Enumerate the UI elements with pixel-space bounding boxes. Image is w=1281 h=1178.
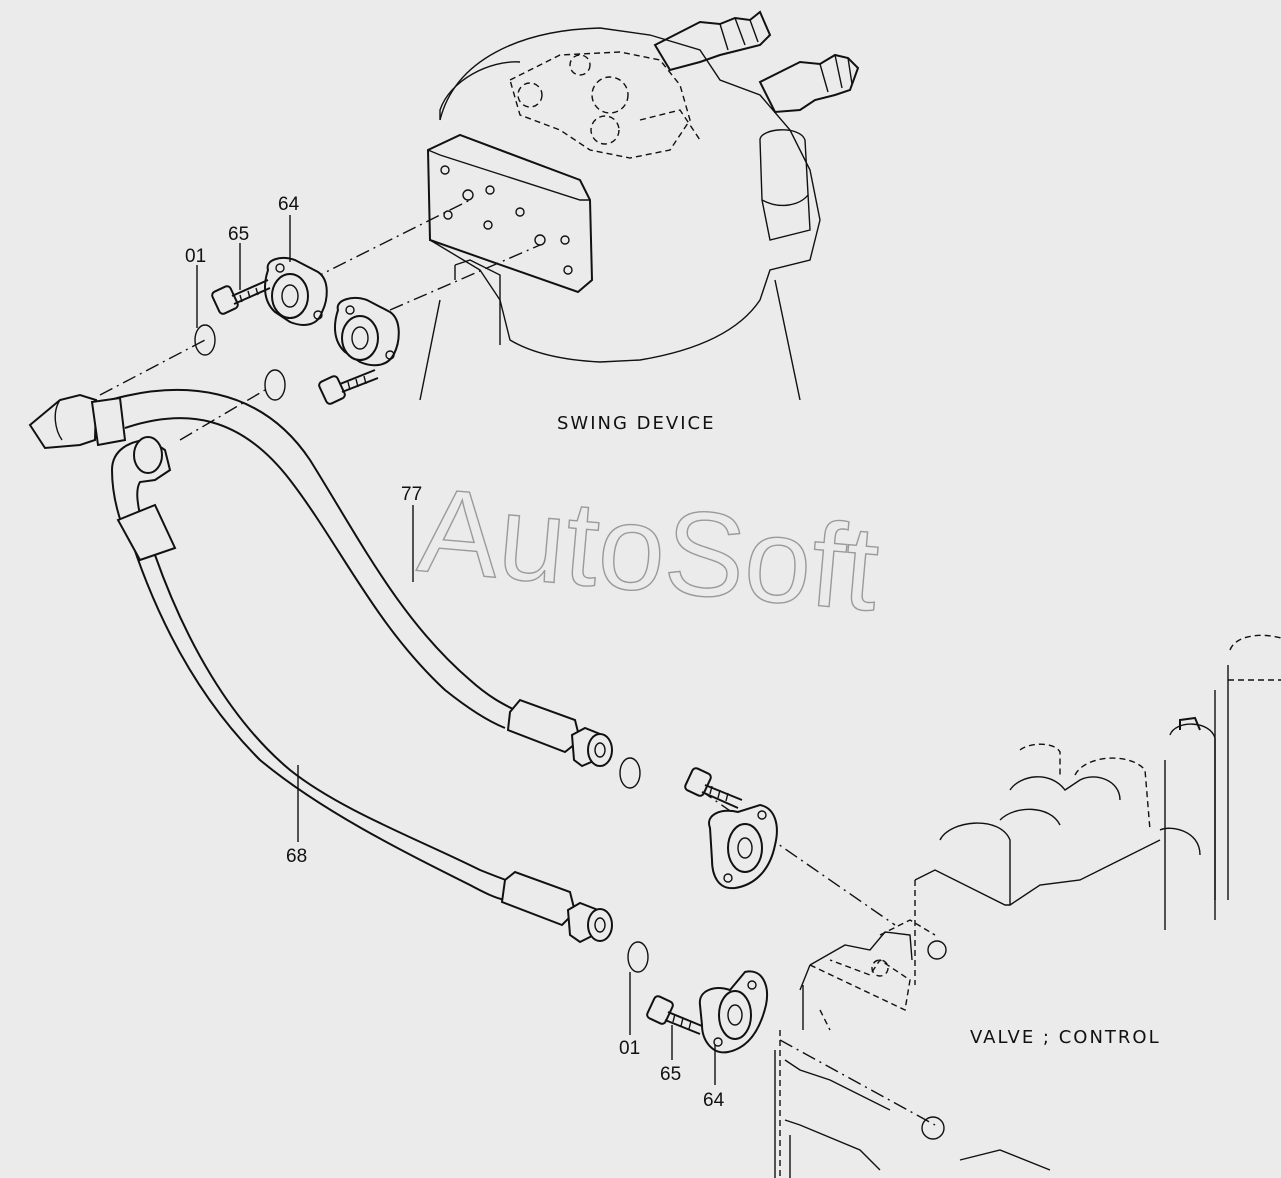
flange-64-bottom-b [698,970,768,1054]
flange-64-bottom-a [708,803,778,890]
callout-hose-upper: 77 [401,484,422,505]
bolt-65-bottom-a [684,767,743,809]
callout-bolt-bottom: 65 [660,1064,681,1085]
bolt-65-top-a [211,279,271,315]
callout-flange-top: 64 [278,194,300,215]
swing-device-fitting-2 [758,53,860,114]
control-valve-caption: VALVE ; CONTROL [970,1027,1161,1048]
callout-o-ring-top: 01 [185,246,206,267]
swing-device-port-plate [426,133,594,294]
callout-bolt-top: 65 [228,224,249,245]
watermark: AutoSoft [414,463,884,637]
o-ring-01-right [619,757,641,789]
o-ring-01-top [194,324,216,356]
leader-lines [196,215,716,1085]
swing-device-caption: SWING DEVICE [557,413,715,434]
bolt-65-bottom-b [646,995,703,1035]
flange-64-top-a [264,257,328,326]
o-ring-01-bottom [627,941,649,973]
bolt-65-top-b [318,369,379,405]
control-valve [774,634,1281,1178]
hose-68 [110,436,613,944]
centerlines [99,199,936,1126]
hose-77 [28,388,613,768]
flange-64-top-b [334,297,400,367]
swing-device [419,10,860,401]
callout-hose-lower: 68 [286,846,307,867]
swing-device-fitting-1 [653,10,772,72]
callout-o-ring-bottom: 01 [619,1038,640,1059]
o-ring-01-mid [264,369,286,401]
callout-flange-bottom: 64 [703,1090,725,1111]
